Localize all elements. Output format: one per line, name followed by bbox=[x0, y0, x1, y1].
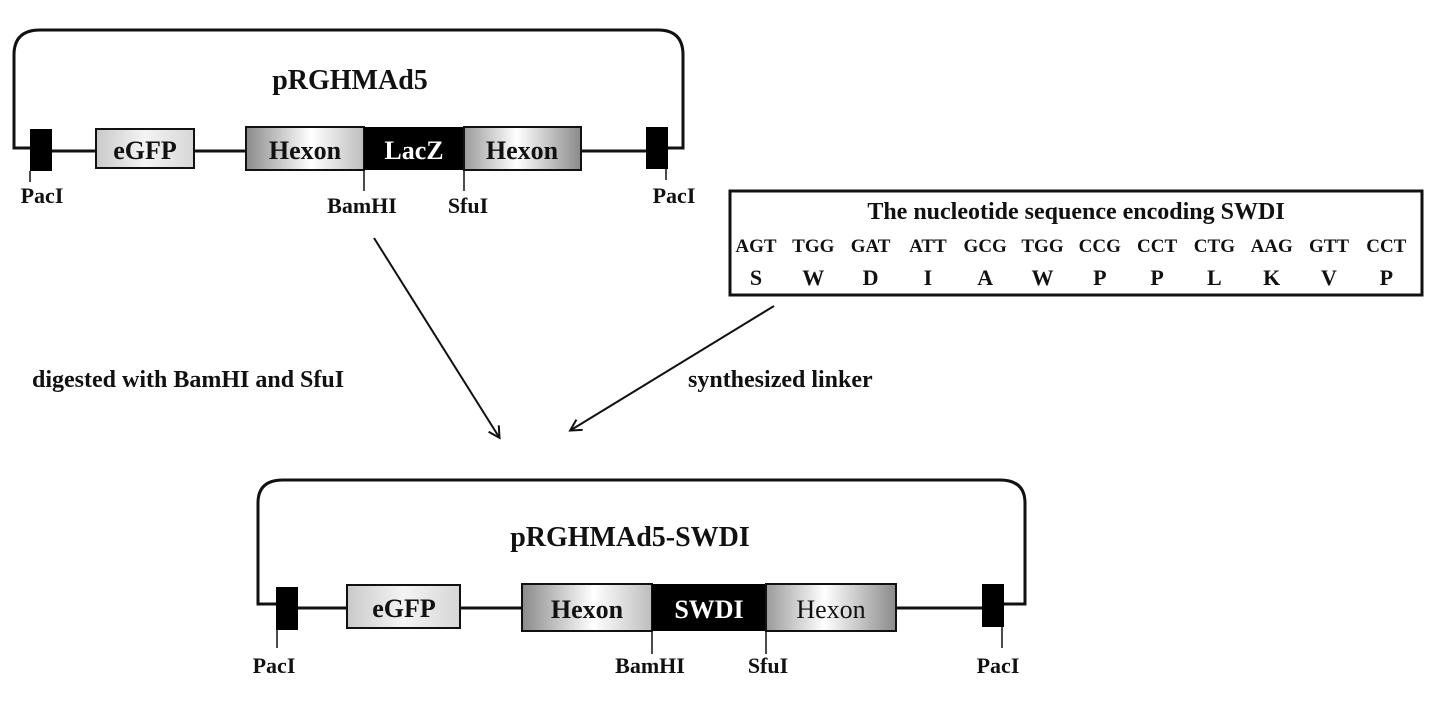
amino-acid: L bbox=[1207, 265, 1222, 290]
bottom-egfp-label: eGFP bbox=[372, 594, 436, 623]
bottom-paci-right-marker bbox=[982, 584, 1004, 627]
arrows: digested with BamHI and SfuI synthesized… bbox=[32, 237, 873, 437]
amino-acid: D bbox=[863, 265, 879, 290]
top-lacz-box bbox=[364, 127, 464, 170]
codon: ATT bbox=[909, 236, 947, 257]
amino-acid: V bbox=[1321, 265, 1337, 290]
bottom-hexon-right-box bbox=[765, 583, 897, 632]
top-hexon-left-label: Hexon bbox=[269, 136, 342, 165]
sequence-box-title: The nucleotide sequence encoding SWDI bbox=[867, 199, 1284, 225]
bottom-hexon-left-label: Hexon bbox=[551, 595, 624, 624]
top-egfp-label: eGFP bbox=[113, 136, 177, 165]
codon-row: AGT TGG GAT ATT GCG TGG CCG CCT CTG AAG GTT CCT bbox=[735, 236, 1406, 257]
bottom-paci-left-marker bbox=[276, 587, 298, 630]
bottom-plasmid-backbone-loop bbox=[256, 478, 1027, 606]
codon: AGT bbox=[735, 236, 777, 257]
amino-acid: W bbox=[1032, 265, 1054, 290]
linker-arrow-label: synthesized linker bbox=[688, 367, 873, 393]
bottom-sfui-label: SfuI bbox=[748, 653, 788, 678]
top-plasmid-backbone-loop bbox=[12, 28, 685, 150]
bottom-hexon-right-label: Hexon bbox=[796, 595, 865, 624]
digest-arrow bbox=[373, 237, 499, 437]
amino-acid: K bbox=[1263, 265, 1280, 290]
codon: CCG bbox=[1079, 236, 1121, 257]
top-paci-left-marker bbox=[30, 129, 52, 171]
top-egfp-box bbox=[95, 128, 195, 169]
top-hexon-right-box bbox=[463, 126, 582, 171]
amino-acid: I bbox=[924, 265, 933, 290]
codon: TGG bbox=[792, 236, 834, 257]
top-lacz-label: LacZ bbox=[384, 136, 443, 165]
codon: GCG bbox=[964, 236, 1008, 257]
amino-acid: W bbox=[802, 265, 824, 290]
top-plasmid: eGFP Hexon LacZ Hexon pRGHMAd5 PacI PacI… bbox=[12, 28, 696, 218]
sequence-box: The nucleotide sequence encoding SWDI AG… bbox=[728, 189, 1424, 297]
top-sfui-label: SfuI bbox=[448, 193, 488, 218]
bottom-plasmid: eGFP Hexon SWDI Hexon pRGHMAd5-SWDI PacI… bbox=[253, 478, 1027, 678]
amino-acid: S bbox=[750, 265, 762, 290]
codon: GAT bbox=[851, 236, 891, 257]
codon: CCT bbox=[1137, 236, 1177, 257]
top-plasmid-name: pRGHMAd5 bbox=[272, 65, 428, 96]
linker-arrow bbox=[571, 305, 775, 430]
codon: AAG bbox=[1251, 236, 1293, 257]
bottom-egfp-box bbox=[346, 584, 461, 629]
digest-arrow-label: digested with BamHI and SfuI bbox=[32, 367, 344, 393]
top-hexon-right-label: Hexon bbox=[486, 136, 559, 165]
amino-acid: A bbox=[977, 265, 993, 290]
sequence-box-border bbox=[728, 189, 1424, 297]
codon: CCT bbox=[1366, 236, 1406, 257]
bottom-swdi-box bbox=[652, 584, 766, 631]
bottom-hexon-left-box bbox=[521, 583, 653, 632]
top-hexon-left-box bbox=[245, 126, 365, 171]
bottom-paci-right-label: PacI bbox=[977, 653, 1020, 678]
bottom-paci-left-label: PacI bbox=[253, 653, 296, 678]
bottom-swdi-label: SWDI bbox=[674, 595, 743, 624]
amino-acid: P bbox=[1150, 265, 1163, 290]
bottom-plasmid-name: pRGHMAd5-SWDI bbox=[510, 522, 750, 553]
bottom-bamhi-label: BamHI bbox=[615, 653, 685, 678]
amino-acid: P bbox=[1380, 265, 1393, 290]
top-paci-right-marker bbox=[646, 127, 668, 169]
top-paci-right-label: PacI bbox=[653, 183, 696, 208]
codon: TGG bbox=[1021, 236, 1063, 257]
top-paci-left-label: PacI bbox=[21, 183, 64, 208]
top-bamhi-label: BamHI bbox=[327, 193, 397, 218]
amino-acid: P bbox=[1093, 265, 1106, 290]
codon: GTT bbox=[1309, 236, 1349, 257]
codon: CTG bbox=[1194, 236, 1235, 257]
